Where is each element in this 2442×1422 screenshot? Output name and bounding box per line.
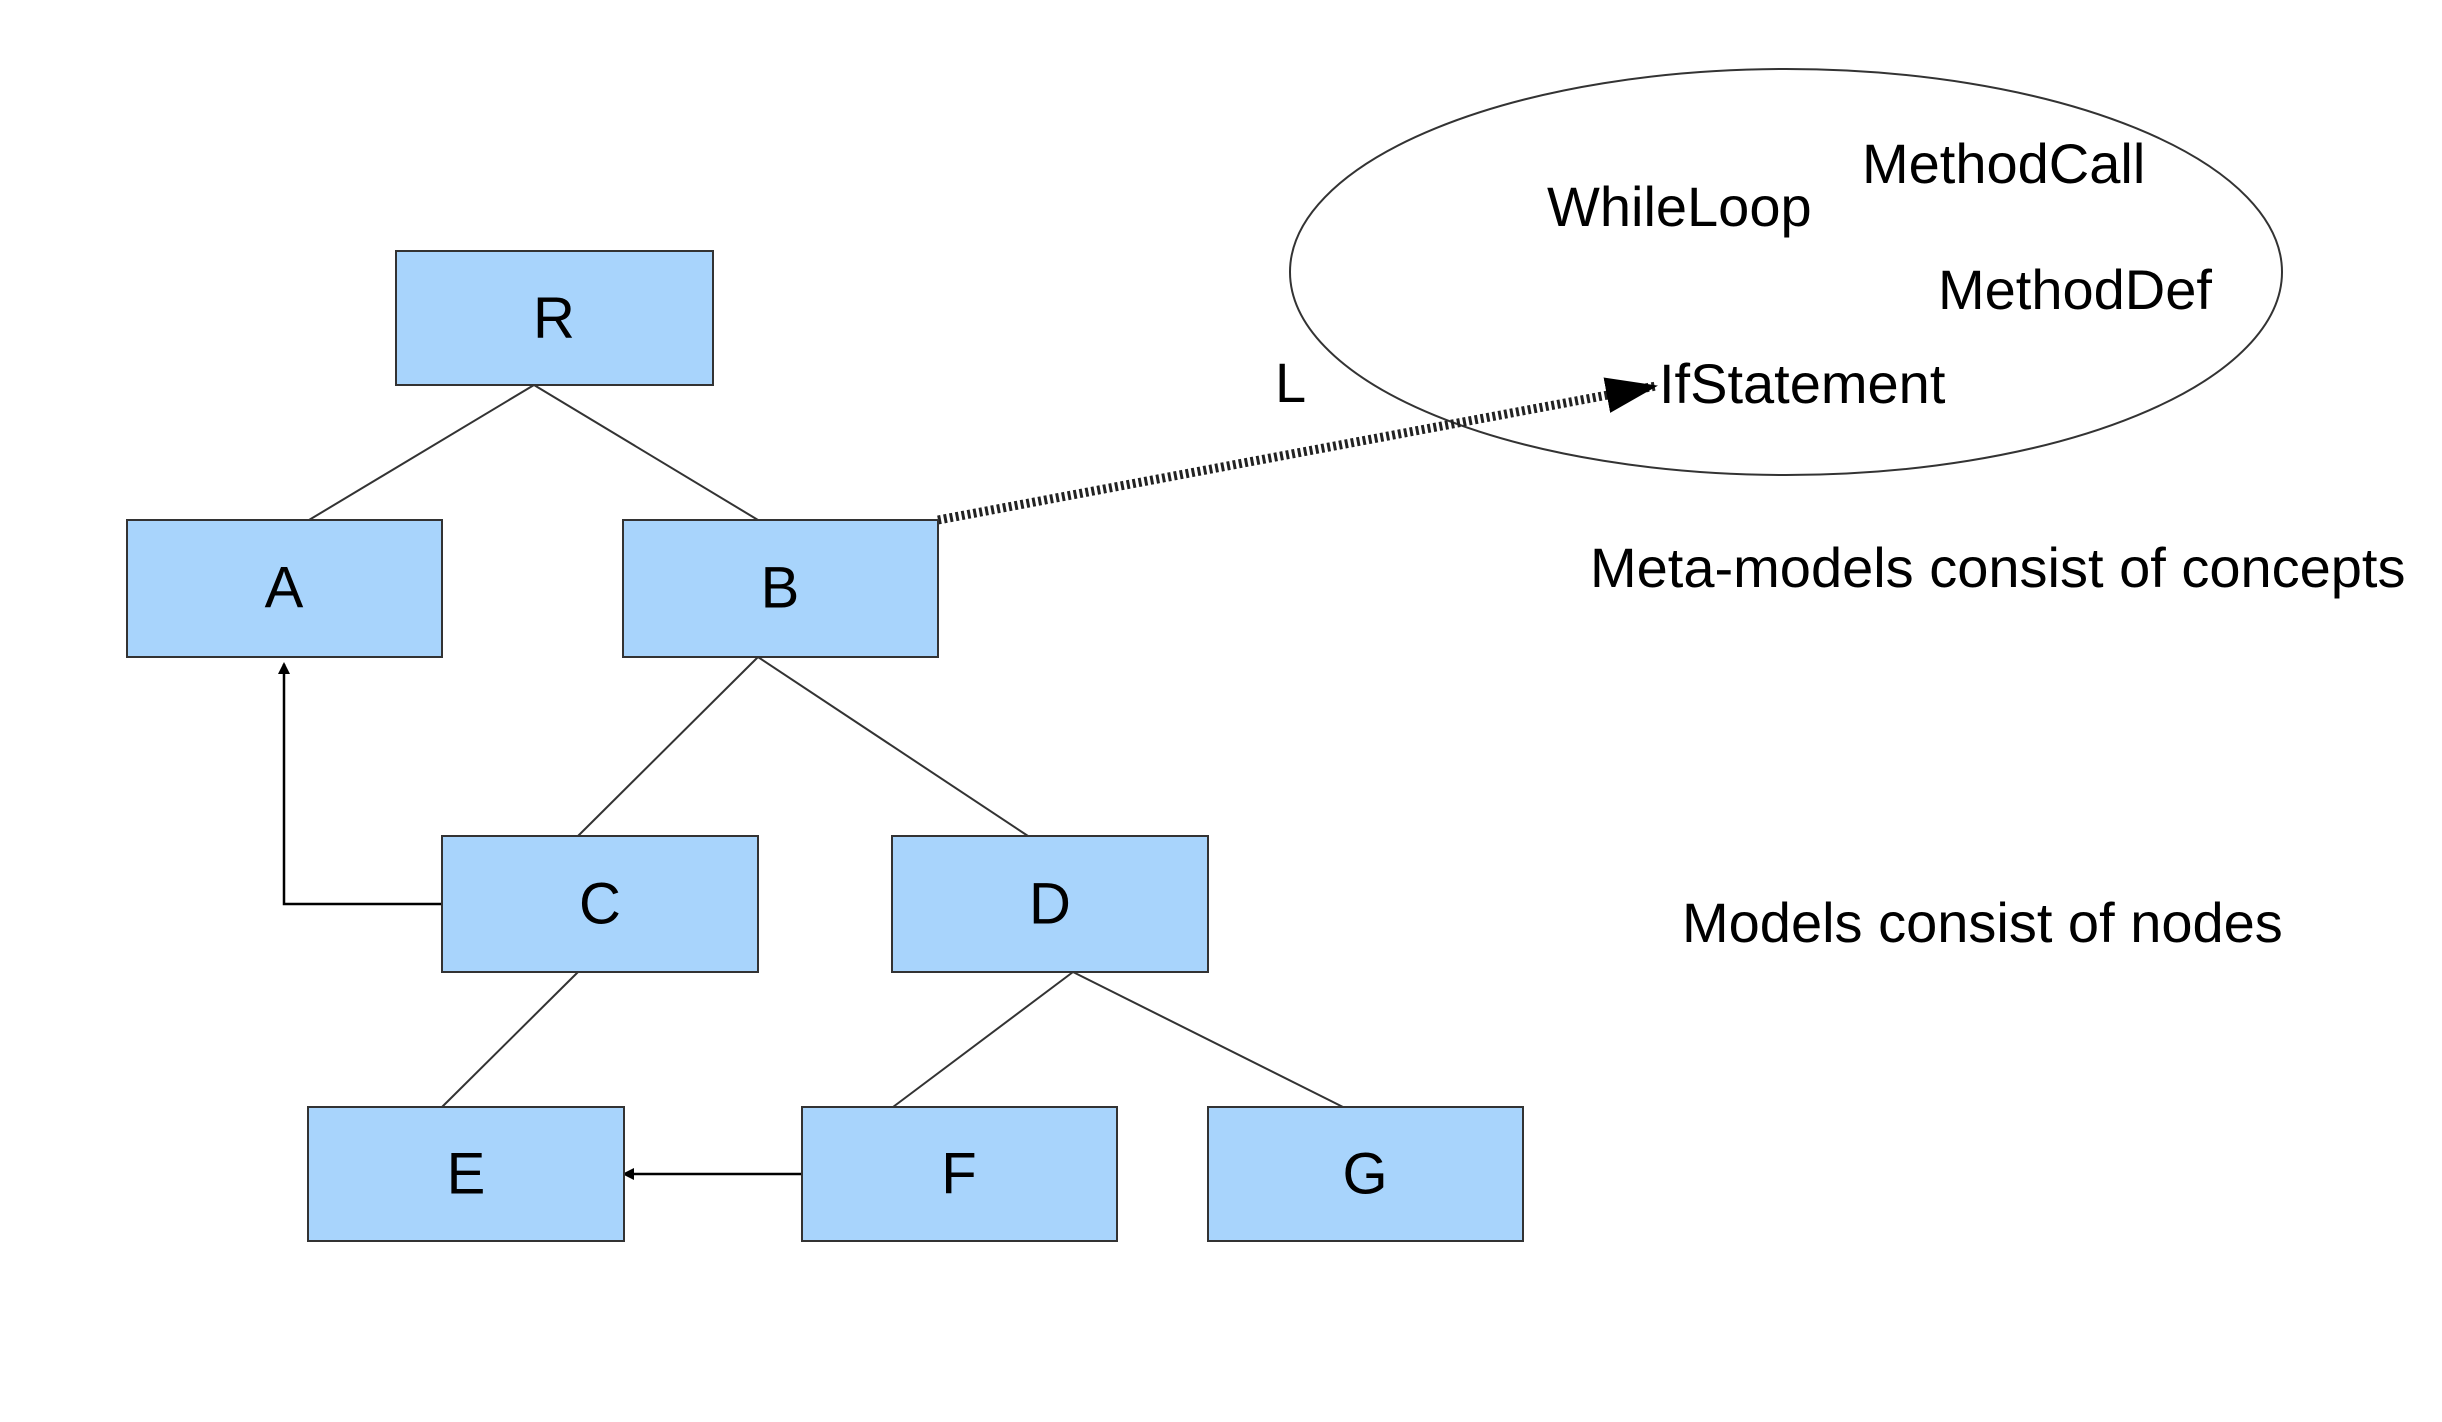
- node-label-d: D: [1029, 872, 1071, 937]
- node-label-b: B: [761, 556, 800, 621]
- model-caption: Models consist of nodes: [1682, 891, 2283, 954]
- edge-b-d: [757, 656, 1029, 837]
- node-b[interactable]: B: [622, 519, 939, 658]
- concept-methodcall[interactable]: MethodCall: [1862, 132, 2145, 195]
- edge-b-c: [577, 656, 759, 837]
- link-label: L: [1275, 351, 1306, 414]
- node-label-a: A: [265, 556, 304, 621]
- node-c[interactable]: C: [441, 835, 759, 973]
- reference-c-to-a: [278, 662, 442, 906]
- concept-ifstatement[interactable]: IfStatement: [1659, 352, 1946, 415]
- reference-edges: [278, 662, 802, 1180]
- edge-r-b: [533, 384, 759, 521]
- node-d[interactable]: D: [891, 835, 1209, 973]
- concept-methoddef[interactable]: MethodDef: [1938, 258, 2212, 321]
- node-label-r: R: [533, 286, 575, 351]
- concept-whileloop[interactable]: WhileLoop: [1547, 175, 1812, 238]
- node-label-e: E: [447, 1142, 486, 1207]
- node-label-c: C: [579, 872, 621, 937]
- link-b-to-ifstatement: [937, 377, 1658, 525]
- edge-c-e: [441, 971, 579, 1108]
- node-g[interactable]: G: [1207, 1106, 1524, 1242]
- node-f[interactable]: F: [801, 1106, 1118, 1242]
- edge-r-a: [308, 384, 535, 521]
- node-label-g: G: [1342, 1142, 1387, 1207]
- node-a[interactable]: A: [126, 519, 443, 658]
- node-e[interactable]: E: [307, 1106, 625, 1242]
- metamodel-ellipse: [1289, 68, 2283, 476]
- node-r[interactable]: R: [395, 250, 714, 386]
- node-label-f: F: [941, 1142, 976, 1207]
- metamodel-caption: Meta-models consist of concepts: [1590, 536, 2405, 599]
- tree-edges: [308, 384, 1344, 1108]
- edge-d-g: [1072, 971, 1344, 1108]
- edge-d-f: [892, 971, 1074, 1108]
